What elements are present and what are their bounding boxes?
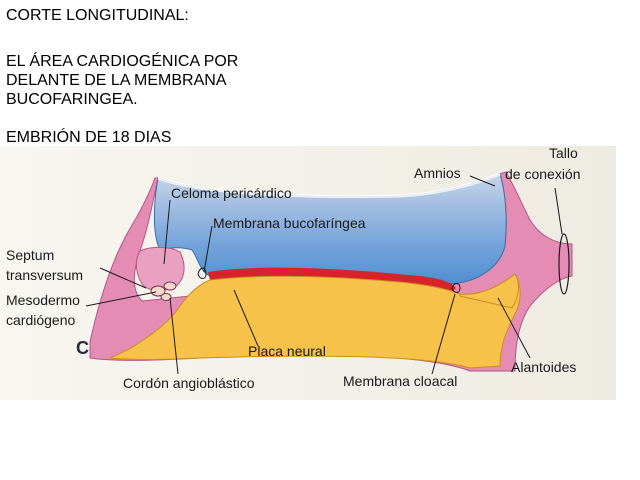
leader-mesodermo — [85, 291, 157, 307]
label-amnios: Amnios — [414, 165, 461, 181]
pericardial-coelom — [135, 246, 185, 291]
leader-amnios — [469, 175, 496, 187]
embryo-section-svg: Celoma pericárdico Membrana bucofaríngea… — [0, 146, 616, 400]
embryo-section-figure: Celoma pericárdico Membrana bucofaríngea… — [0, 146, 616, 400]
leader-cloacal — [431, 293, 456, 375]
connecting-stalk-rings — [558, 233, 570, 295]
leader-tallo — [554, 187, 563, 235]
allantois — [459, 273, 519, 309]
label-mesodermo-line1: Mesodermo — [6, 292, 80, 308]
leader-membrana-buco — [203, 225, 213, 273]
title-line-1: CORTE LONGITUDINAL: — [6, 7, 189, 24]
label-mesodermo-line2: cardiógeno — [6, 312, 75, 328]
leader-cordon — [169, 297, 179, 375]
title-line-3: EMBRIÓN DE 18 DIAS — [6, 129, 172, 146]
label-septum-line1: Septum — [6, 247, 54, 263]
label-tallo-line2: de conexión — [505, 166, 581, 182]
amnion-membrane — [157, 172, 501, 198]
panel-letter-c: C — [76, 338, 89, 358]
label-membrana-bucofaringea: Membrana bucofaríngea — [213, 215, 366, 231]
leader-septum — [99, 267, 147, 289]
leader-alantoides — [497, 297, 531, 359]
label-alantoides: Alantoides — [511, 359, 576, 375]
label-cordon-angioblastico: Cordón angioblástico — [123, 375, 255, 391]
label-septum-line2: transversum — [6, 267, 83, 283]
label-celoma-pericardico: Celoma pericárdico — [171, 185, 292, 201]
leader-celoma — [163, 199, 171, 265]
leader-lines — [85, 175, 563, 375]
leader-placa — [233, 289, 259, 347]
label-placa-neural: Placa neural — [248, 343, 326, 359]
cardiogenic-mesoderm — [150, 281, 177, 301]
neural-plate — [208, 267, 456, 292]
cloacal-membrane — [451, 283, 461, 293]
label-membrana-cloacal: Membrana cloacal — [343, 373, 457, 389]
buccopharyngeal-membrane — [197, 267, 207, 279]
title-line-2: EL ÁREA CARDIOGÉNICA POR DELANTE DE LA M… — [6, 53, 239, 108]
label-tallo-line1: Tallo — [549, 146, 578, 161]
